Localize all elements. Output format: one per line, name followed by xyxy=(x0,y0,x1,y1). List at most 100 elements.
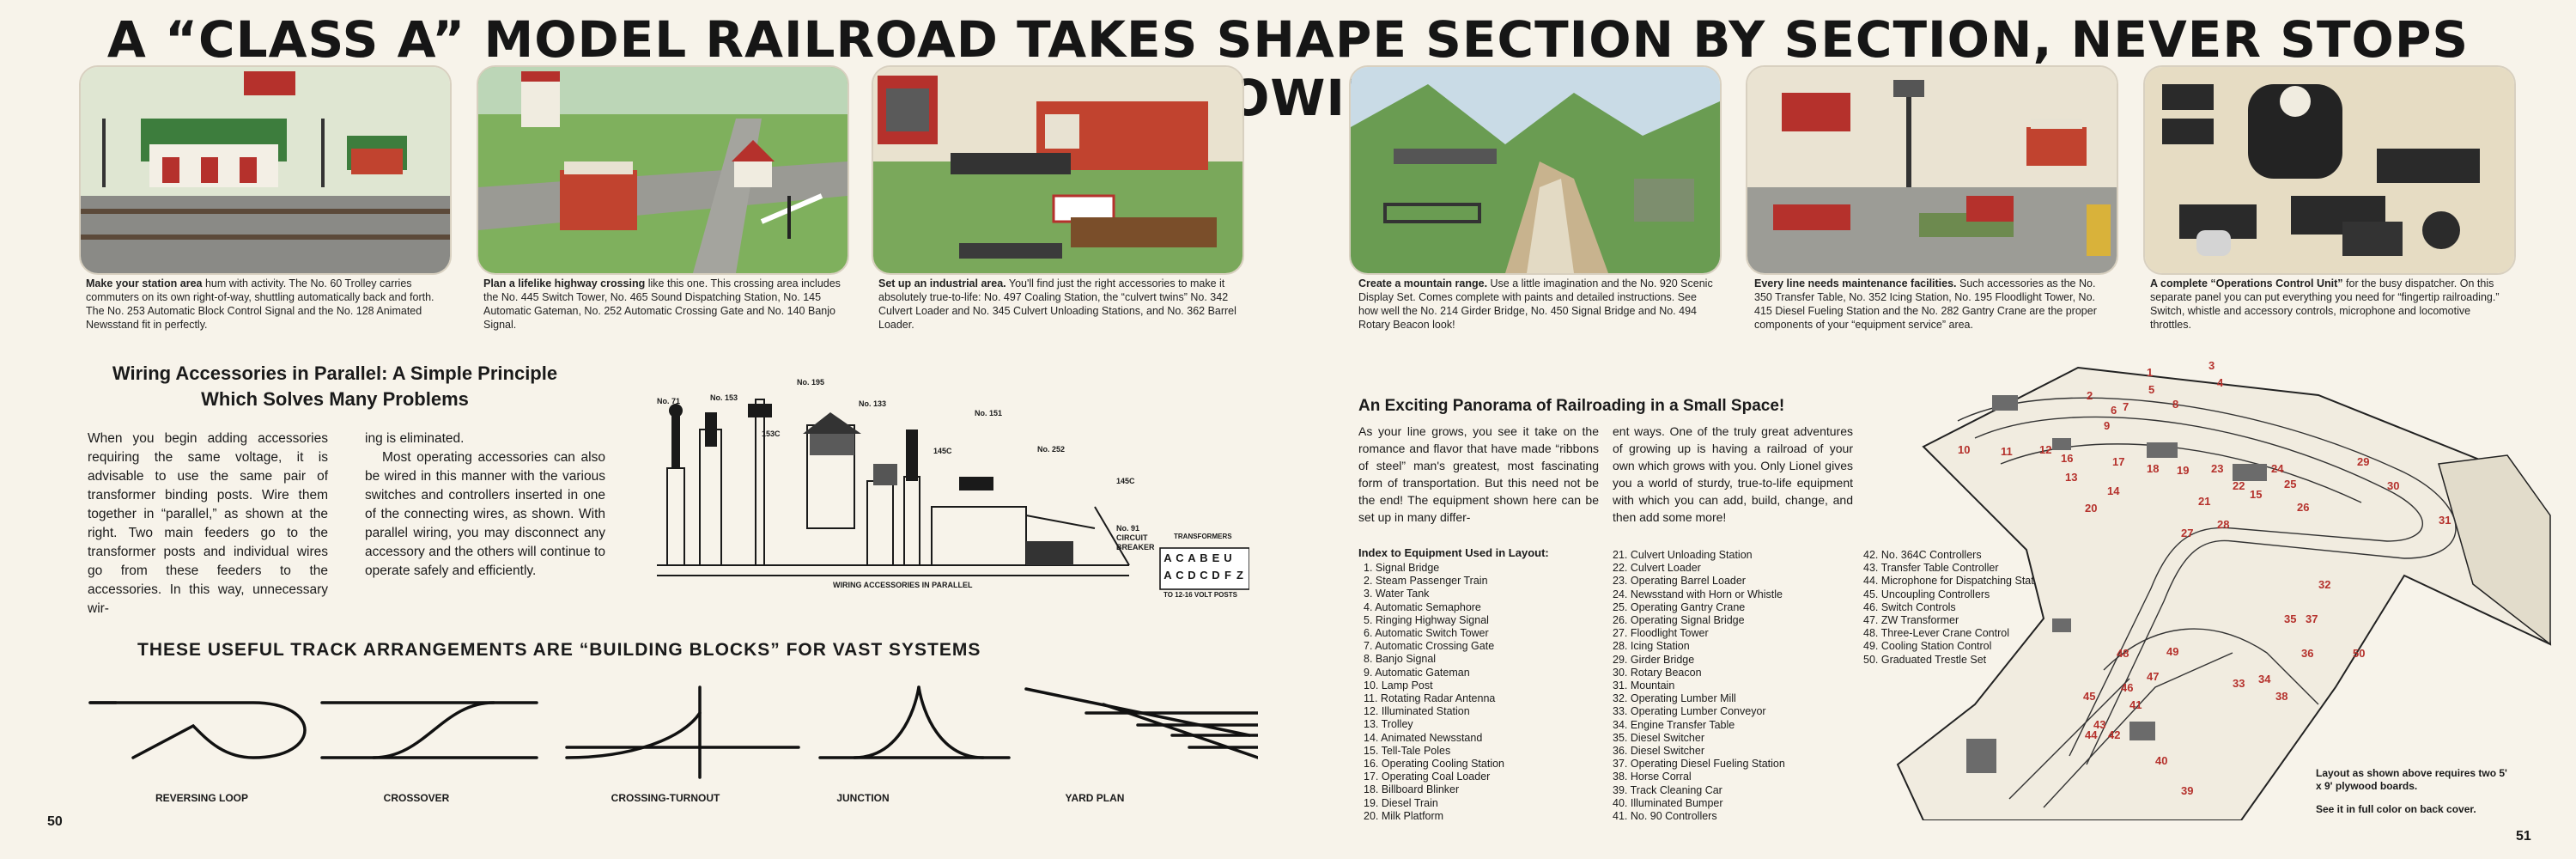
label-no-252: No. 252 xyxy=(1037,445,1066,454)
label-yard-plan: YARD PLAN xyxy=(1065,792,1125,804)
maintenance-facilities-illustration xyxy=(1746,65,2118,275)
page-number-left: 50 xyxy=(47,814,63,829)
index-item: 30. Rotary Beacon xyxy=(1613,666,1702,679)
index-item: 20. Milk Platform xyxy=(1364,809,1444,822)
operations-control-unit-illustration xyxy=(2143,65,2516,275)
caption-industrial-area: Set up an industrial area. You'll find j… xyxy=(878,277,1236,331)
panorama-text-col2: ent ways. One of the truly great adventu… xyxy=(1613,424,1853,524)
index-item: 47. ZW Transformer xyxy=(1863,614,1959,627)
layout-number: 29 xyxy=(2357,455,2369,468)
index-item: 22. Culvert Loader xyxy=(1613,562,1701,575)
layout-number: 36 xyxy=(2301,647,2313,660)
label-no-151: No. 151 xyxy=(975,409,1003,417)
layout-number: 37 xyxy=(2306,612,2318,625)
track-diagrams xyxy=(82,679,1260,782)
label-junction: JUNCTION xyxy=(836,792,890,804)
layout-number: 19 xyxy=(2177,464,2189,477)
index-item: 34. Engine Transfer Table xyxy=(1613,718,1735,731)
wiring-diagram: No. 71 No. 153 153C No. 195 No. 133 145C… xyxy=(648,378,1250,601)
layout-number: 23 xyxy=(2211,462,2223,475)
layout-number: 17 xyxy=(2112,455,2124,468)
index-item: 6. Automatic Switch Tower xyxy=(1364,627,1489,640)
layout-number: 8 xyxy=(2172,398,2178,411)
layout-number: 50 xyxy=(2353,647,2365,660)
index-item: 8. Banjo Signal xyxy=(1364,653,1437,666)
layout-number: 2 xyxy=(2087,389,2093,402)
layout-number: 13 xyxy=(2065,471,2077,484)
caption-station-area: Make your station area hum with activity… xyxy=(86,277,434,331)
layout-number: 27 xyxy=(2181,527,2193,539)
index-item: 3. Water Tank xyxy=(1364,588,1430,600)
layout-number: 25 xyxy=(2284,478,2296,490)
index-item: 33. Operating Lumber Conveyor xyxy=(1613,705,1766,718)
color-note: See it in full color on back cover. xyxy=(2316,803,2476,815)
layout-number: 15 xyxy=(2250,488,2262,501)
layout-number: 16 xyxy=(2061,452,2073,465)
index-item: 19. Diesel Train xyxy=(1364,796,1438,809)
label-153c: 153C xyxy=(762,430,781,438)
page-number-right: 51 xyxy=(2516,829,2531,844)
layout-number: 35 xyxy=(2284,612,2296,625)
layout-number: 48 xyxy=(2117,647,2129,660)
wiring-title: Wiring Accessories in Parallel: A Simple… xyxy=(112,362,558,410)
layout-number: 12 xyxy=(2039,443,2051,456)
index-item: 46. Switch Controls xyxy=(1863,600,1956,613)
layout-number: 9 xyxy=(2104,419,2110,432)
index-item: 12. Illuminated Station xyxy=(1364,705,1470,718)
wiring-text-col1: When you begin adding accessories requir… xyxy=(88,431,328,616)
index-item: 37. Operating Diesel Fueling Station xyxy=(1613,758,1785,771)
index-item: 4. Automatic Semaphore xyxy=(1364,600,1481,613)
wiring-diagram-caption: WIRING ACCESSORIES IN PARALLEL xyxy=(833,581,973,589)
panorama-title: An Exciting Panorama of Railroading in a… xyxy=(1358,397,1785,415)
index-item: 25. Operating Gantry Crane xyxy=(1613,600,1746,613)
index-item: 28. Icing Station xyxy=(1613,640,1690,653)
layout-number: 30 xyxy=(2387,479,2399,492)
layout-number: 32 xyxy=(2318,578,2330,591)
caption-mountain-range: Create a mountain range. Use a little im… xyxy=(1358,277,1713,331)
layout-number: 45 xyxy=(2083,690,2095,703)
index-item: 2. Steam Passenger Train xyxy=(1364,575,1488,588)
label-volt-posts: TO 12-16 VOLT POSTS xyxy=(1163,591,1237,599)
label-no-195: No. 195 xyxy=(797,378,825,387)
layout-number: 11 xyxy=(2001,445,2013,458)
layout-number: 7 xyxy=(2123,400,2129,413)
layout-note: Layout as shown above requires two 5' x … xyxy=(2316,767,2507,792)
index-item: 24. Newsstand with Horn or Whistle xyxy=(1613,588,1783,600)
panorama-text-col1: As your line grows, you see it take on t… xyxy=(1358,424,1599,524)
layout-number: 28 xyxy=(2217,518,2229,531)
layout-number: 3 xyxy=(2208,361,2215,372)
layout-number: 33 xyxy=(2233,677,2245,690)
caption-maintenance-facilities: Every line needs maintenance facilities.… xyxy=(1754,277,2097,331)
layout-number: 5 xyxy=(2148,383,2154,396)
index-item: 48. Three-Lever Crane Control xyxy=(1863,627,2009,640)
mountain-range-illustration xyxy=(1349,65,1722,275)
index-item: 29. Girder Bridge xyxy=(1613,653,1695,666)
layout-number: 10 xyxy=(1958,443,1970,456)
layout-number: 4 xyxy=(2217,376,2224,389)
index-item: 18. Billboard Blinker xyxy=(1364,783,1460,796)
index-item: 43. Transfer Table Controller xyxy=(1863,562,1999,575)
layout-number: 18 xyxy=(2147,462,2159,475)
layout-number: 43 xyxy=(2093,718,2105,731)
index-item: 1. Signal Bridge xyxy=(1364,562,1440,574)
index-item: 17. Operating Coal Loader xyxy=(1364,771,1491,783)
index-item: 44. Microphone for Dispatching Station xyxy=(1863,575,2049,588)
index-item: 50. Graduated Trestle Set xyxy=(1863,653,1987,666)
index-item: 31. Mountain xyxy=(1613,679,1675,692)
label-no-133: No. 133 xyxy=(859,399,887,408)
layout-number: 6 xyxy=(2111,404,2117,417)
index-item: 42. No. 364C Controllers xyxy=(1863,549,1982,561)
track-arrangements-title: THESE USEFUL TRACK ARRANGEMENTS ARE “BUI… xyxy=(137,640,981,660)
layout-number: 40 xyxy=(2155,754,2167,767)
layout-number: 39 xyxy=(2181,784,2193,797)
layout-number: 46 xyxy=(2121,681,2133,694)
index-item: 49. Cooling Station Control xyxy=(1863,640,1992,653)
index-item: 41. No. 90 Controllers xyxy=(1613,810,1717,823)
layout-number: 34 xyxy=(2258,673,2271,685)
index-item: 36. Diesel Switcher xyxy=(1613,745,1704,758)
index-item: 7. Automatic Crossing Gate xyxy=(1364,640,1495,653)
index-item: 16. Operating Cooling Station xyxy=(1364,758,1504,771)
label-145c-b: 145C xyxy=(1116,477,1135,485)
label-crossover: CROSSOVER xyxy=(383,792,450,804)
